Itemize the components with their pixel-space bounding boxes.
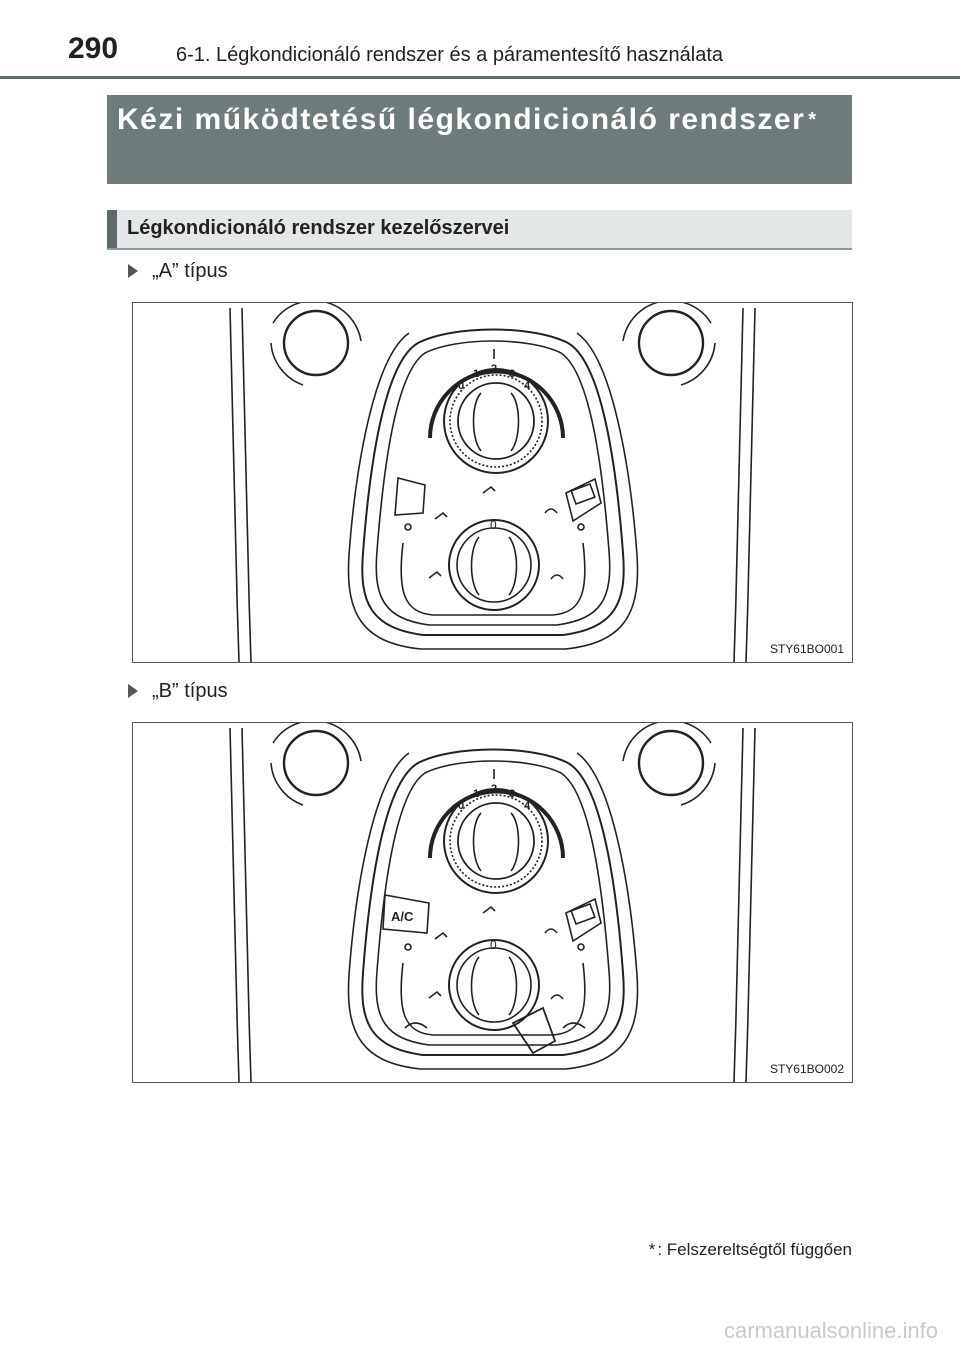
footnote: *: Felszereltségtől függően (649, 1240, 852, 1260)
figure-code: STY61BO001 (767, 642, 846, 656)
title-banner: Kézi működtetésű légkondicionáló rendsze… (107, 95, 852, 184)
fan-scale-1: 1 (473, 368, 479, 380)
footnote-text: : Felszereltségtől függően (657, 1240, 852, 1259)
figure-type-b: 0 1 2 3 4 0 A/C STY61BO002 (132, 722, 853, 1083)
page-title-text: Kézi működtetésű légkondicionáló rendsze… (117, 103, 806, 136)
mode-knob-label: 0 (490, 518, 497, 532)
fan-scale-1: 1 (473, 788, 479, 800)
control-panel-illustration-b: 0 1 2 3 4 0 A/C (229, 723, 756, 1082)
running-header: 6-1. Légkondicionáló rendszer és a páram… (176, 44, 724, 66)
fan-scale-4: 4 (524, 380, 531, 392)
fan-scale-4: 4 (524, 800, 531, 812)
section-accent (107, 210, 117, 248)
fan-scale-0: 0 (458, 800, 464, 812)
figure-code: STY61BO002 (767, 1062, 846, 1076)
footnote-asterisk: * (648, 1240, 656, 1259)
fan-scale-3: 3 (509, 788, 515, 800)
section-heading: Légkondicionáló rendszer kezelőszervei (127, 217, 510, 239)
section-heading-bar: Légkondicionáló rendszer kezelőszervei (107, 210, 852, 250)
variant-a-label: „A” típus (152, 260, 228, 282)
triangle-bullet-icon (128, 264, 138, 278)
title-asterisk: * (808, 109, 818, 131)
figure-type-a: 0 1 2 3 4 0 STY61BO001 (132, 302, 853, 663)
watermark: carmanualsonline.info (723, 1318, 938, 1343)
page-number: 290 (68, 32, 119, 65)
variant-a-heading: „A” típus (128, 260, 228, 283)
header-rule (0, 76, 960, 79)
fan-scale-0: 0 (458, 380, 464, 392)
control-panel-illustration-a: 0 1 2 3 4 0 (229, 303, 756, 662)
fan-scale-2: 2 (491, 363, 497, 375)
triangle-bullet-icon (128, 684, 138, 698)
fan-scale-3: 3 (509, 368, 515, 380)
ac-button-label: A/C (391, 909, 414, 924)
variant-b-heading: „B” típus (128, 680, 228, 703)
variant-b-label: „B” típus (152, 680, 228, 702)
page-title: Kézi működtetésű légkondicionáló rendsze… (117, 101, 837, 139)
fan-scale-2: 2 (491, 783, 497, 795)
mode-knob-label: 0 (490, 938, 497, 952)
